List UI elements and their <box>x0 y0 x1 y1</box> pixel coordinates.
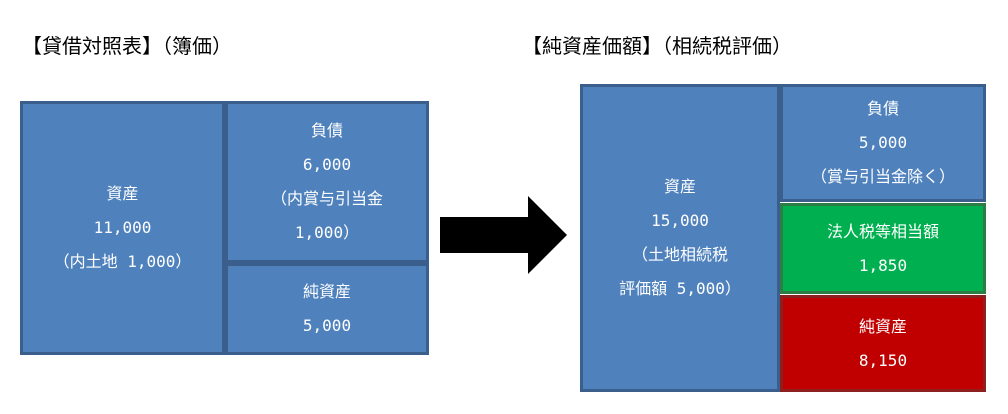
left-assets-label: 資産 <box>106 184 139 203</box>
left-net-assets-amount: 5,000 <box>302 316 352 335</box>
left-liabilities-note-1: （内賞与引当金 <box>270 189 383 208</box>
right-arrow-icon <box>440 196 567 274</box>
right-net-assets-label: 純資産 <box>858 316 907 336</box>
left-liabilities-amount: 6,000 <box>302 155 352 174</box>
right-assets-label: 資産 <box>663 177 696 196</box>
right-assets-box: 資産 15,000 （土地相続税 評価額 5,000） <box>580 84 780 392</box>
right-heading: 【純資産価額】（相続税評価） <box>522 34 792 58</box>
right-liabilities-note: （賞与引当金除く） <box>810 167 955 186</box>
right-assets-note-2: 評価額 5,000） <box>619 279 741 298</box>
left-heading: 【貸借対照表】（簿価） <box>22 34 232 58</box>
right-net-assets-box: 純資産 8,150 <box>780 295 986 392</box>
right-assets-amount: 15,000 <box>651 211 709 230</box>
right-tax-amount: 1,850 <box>858 255 908 275</box>
left-assets-amount: 11,000 <box>93 218 152 237</box>
left-net-assets-label: 純資産 <box>302 282 351 301</box>
right-tax-box: 法人税等相当額 1,850 <box>780 203 986 294</box>
right-liabilities-box: 負債 5,000 （賞与引当金除く） <box>780 84 986 202</box>
right-liabilities-label: 負債 <box>866 99 899 118</box>
left-net-assets-box: 純資産 5,000 <box>225 263 429 355</box>
left-liabilities-label: 負債 <box>310 121 343 140</box>
right-assets-note-1: （土地相続税 <box>631 245 728 264</box>
left-liabilities-box: 負債 6,000 （内賞与引当金 1,000） <box>225 101 429 263</box>
right-net-assets-amount: 8,150 <box>858 350 908 370</box>
right-liabilities-amount: 5,000 <box>858 133 908 152</box>
left-assets-note: （内土地 1,000） <box>53 252 192 271</box>
left-liabilities-note-2: 1,000） <box>294 223 360 242</box>
right-tax-label: 法人税等相当額 <box>826 221 939 241</box>
left-assets-box: 資産 11,000 （内土地 1,000） <box>20 101 225 355</box>
